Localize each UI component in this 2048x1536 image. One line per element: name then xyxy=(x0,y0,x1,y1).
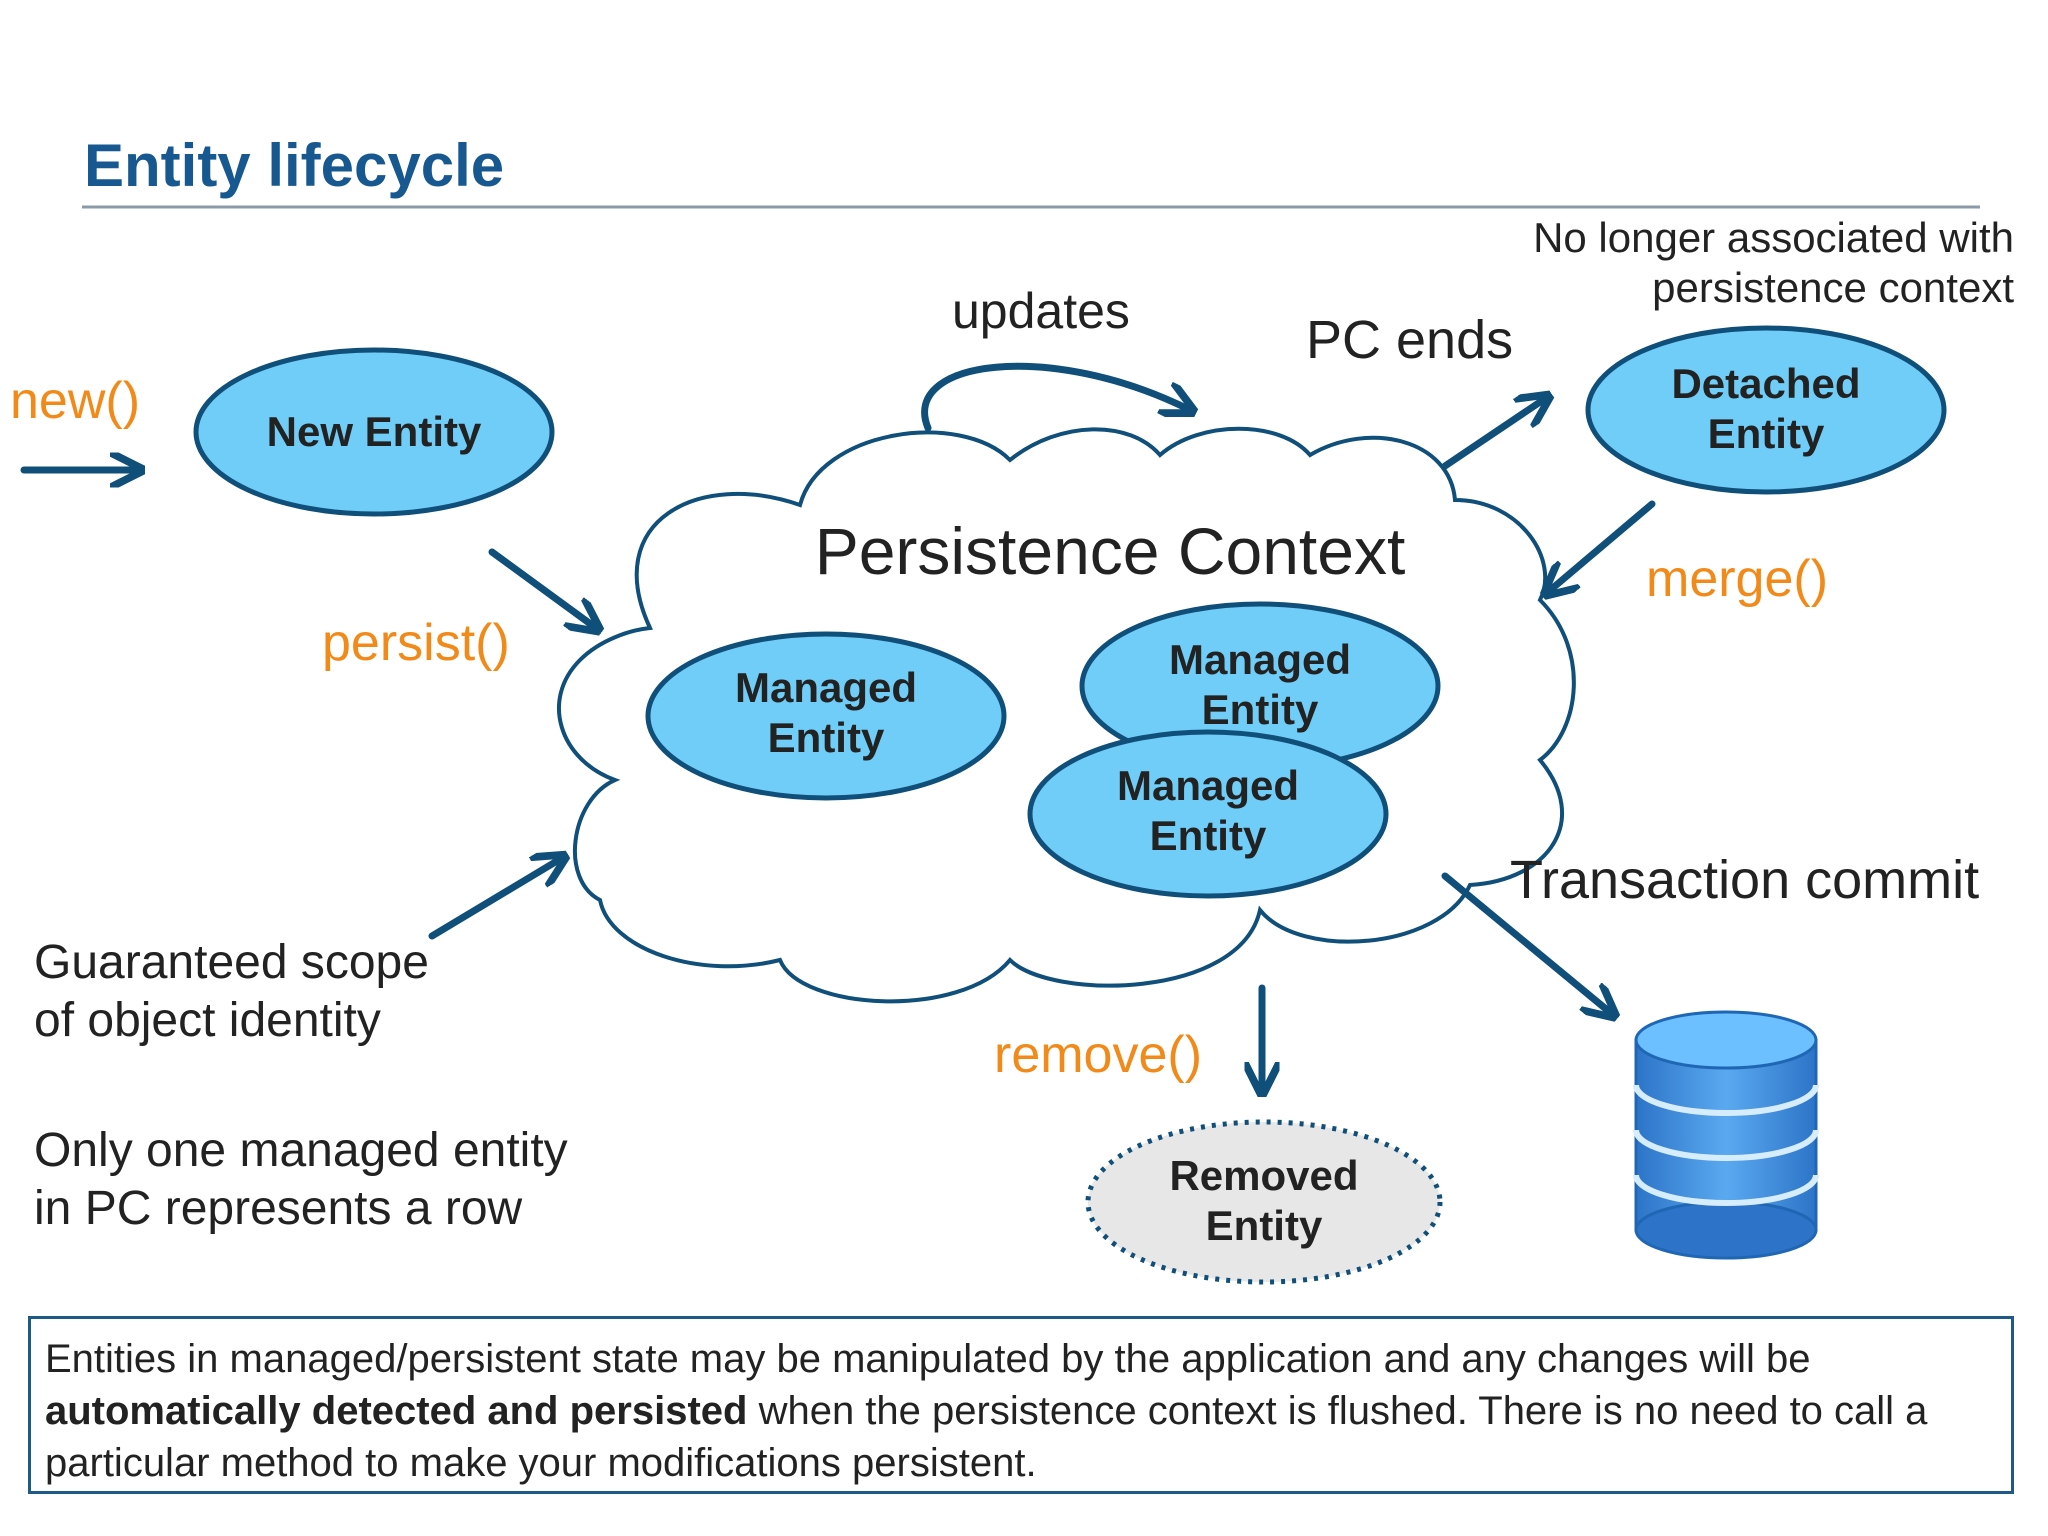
updates-label: updates xyxy=(952,283,1130,339)
database-icon xyxy=(1633,1010,1819,1260)
managed-entity-2-line2: Entity xyxy=(1202,686,1319,733)
persist-call-label: persist() xyxy=(322,614,510,672)
remove-call-label: remove() xyxy=(994,1026,1202,1084)
detached-entity-line2: Entity xyxy=(1708,410,1825,457)
detached-note-line1: No longer associated with xyxy=(1533,214,2014,261)
managed-entity-2-line1: Managed xyxy=(1169,636,1351,683)
persistence-context-label: Persistence Context xyxy=(815,514,1406,588)
pc-ends-label: PC ends xyxy=(1306,310,1513,370)
arrow-icon xyxy=(20,362,1656,1090)
page-title: Entity lifecycle xyxy=(84,132,504,199)
row-note-line2: in PC represents a row xyxy=(34,1182,523,1235)
managed-entity-3-line2: Entity xyxy=(1150,812,1267,859)
scope-note-line1: Guaranteed scope xyxy=(34,936,429,989)
managed-entity-2: Managed Entity xyxy=(1079,601,1441,771)
detached-entity-node: Detached Entity xyxy=(1585,325,1947,495)
removed-entity-line1: Removed xyxy=(1169,1152,1358,1199)
row-note-line1: Only one managed entity xyxy=(34,1124,568,1177)
removed-entity-node: Removed Entity xyxy=(1085,1119,1443,1285)
managed-entity-1: Managed Entity xyxy=(645,631,1007,801)
new-entity-label: New Entity xyxy=(267,408,482,455)
scope-note-line2: of object identity xyxy=(34,994,381,1047)
managed-entity-3-line1: Managed xyxy=(1117,762,1299,809)
summary-bold: automatically detected and persisted xyxy=(45,1389,748,1433)
removed-entity-line2: Entity xyxy=(1206,1202,1323,1249)
summary-part2: when the persistence context is flushed.… xyxy=(45,1389,1928,1485)
summary-part1: Entities in managed/persistent state may… xyxy=(45,1337,1811,1381)
detached-note-line2: persistence context xyxy=(1652,264,2014,311)
managed-entity-1-line2: Entity xyxy=(768,714,885,761)
managed-entity-1-line1: Managed xyxy=(735,664,917,711)
transaction-commit-label: Transaction commit xyxy=(1510,850,1979,910)
detached-entity-line1: Detached xyxy=(1671,360,1860,407)
new-call-label: new() xyxy=(10,372,140,430)
managed-entity-3: Managed Entity xyxy=(1027,729,1389,899)
summary-note: Entities in managed/persistent state may… xyxy=(28,1316,2014,1494)
merge-call-label: merge() xyxy=(1646,550,1828,608)
new-entity-node: New Entity xyxy=(193,347,555,517)
